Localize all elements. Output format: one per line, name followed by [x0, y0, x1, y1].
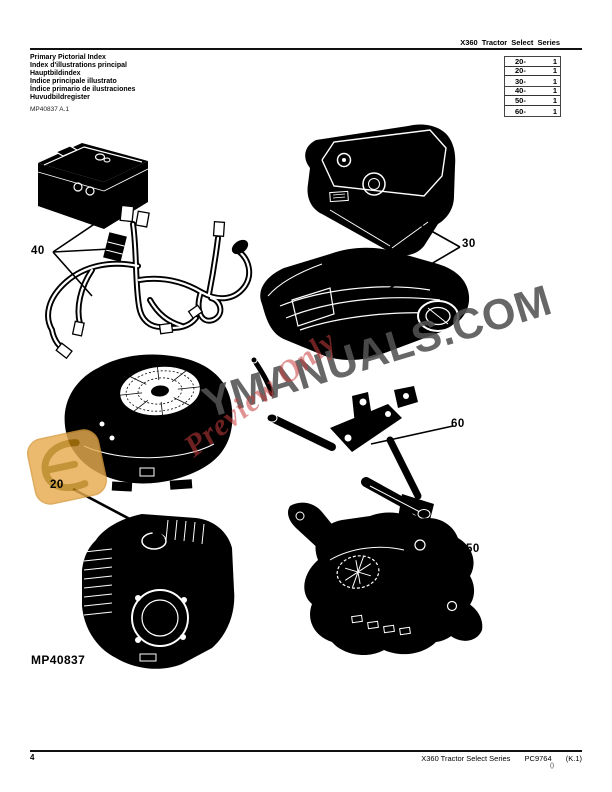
section-ref: 50-: [515, 95, 526, 105]
footer-right: X360 Tractor Select Series PC9764 (K.1): [421, 754, 582, 763]
pictorial-index-titles: Primary Pictorial Index Index d'illustra…: [30, 54, 135, 102]
footer-catalog-number: PC9764: [524, 754, 552, 763]
page-ref-row: 60- 1: [505, 106, 560, 116]
page-ref-row: 40- 1: [505, 86, 560, 97]
figure-label: MP40837: [31, 653, 86, 667]
index-title-it: Indice principale illustrato: [30, 78, 117, 85]
battery-illustration: [37, 143, 149, 229]
fuel-tank-illustration: [260, 247, 470, 360]
section-ref: 30-: [515, 76, 526, 86]
wiring-harness-illustration: [45, 204, 253, 360]
page-reference-table: 20- 1 20- 1 30- 1 40- 1 50- 1 60-: [504, 56, 561, 117]
index-title-es: Índice primario de ilustraciones: [30, 86, 136, 93]
header-rule: [30, 48, 582, 50]
page-ref: 1: [552, 76, 557, 86]
callout-60: 60: [451, 418, 465, 430]
footer-revision: (K.1): [565, 754, 582, 763]
index-title-de: Hauptbildindex: [30, 70, 81, 77]
footer-rule: [30, 750, 582, 752]
footer-print-mark: (): [550, 763, 554, 769]
page-ref: 1: [552, 66, 557, 76]
page-ref: 1: [552, 95, 557, 105]
page-ref-row: 50- 1: [505, 96, 560, 106]
callout-50: 50: [466, 543, 480, 555]
page-ref-group-2: 40- 1 50- 1 60- 1: [504, 86, 561, 117]
brand-logo-watermark: [26, 429, 108, 505]
callout-20: 20: [50, 479, 64, 491]
transaxle-illustration: [288, 477, 483, 656]
doc-code: MP40837 A.1: [30, 106, 70, 113]
page-ref-group-1: 20- 1 20- 1 30- 1: [504, 56, 561, 87]
index-title-fr: Index d'illustrations principal: [30, 62, 127, 69]
page-ref: 1: [552, 56, 557, 66]
page-ref-row: 30- 1: [505, 76, 560, 86]
callout-40: 40: [31, 245, 45, 257]
footer-series-title: X360 Tractor Select Series: [421, 754, 511, 763]
callout-30: 30: [462, 238, 476, 250]
section-ref: 40-: [515, 86, 526, 96]
footer-page-number: 4: [30, 753, 35, 762]
page-ref: 1: [552, 86, 557, 96]
index-title-sv: Huvudbildregister: [30, 94, 90, 101]
engine-illustration: [82, 514, 235, 669]
seat-support-illustration: [305, 124, 456, 256]
page-ref: 1: [552, 106, 557, 116]
header-series-title: X360 Tractor Select Series: [460, 38, 560, 47]
section-ref: 20-: [515, 56, 526, 66]
section-ref: 20-: [515, 66, 526, 76]
section-ref: 60-: [515, 106, 526, 116]
page-ref-row: 20- 1: [505, 66, 560, 77]
index-title-en: Primary Pictorial Index: [30, 54, 106, 61]
page-ref-row: 20- 1: [505, 57, 560, 67]
